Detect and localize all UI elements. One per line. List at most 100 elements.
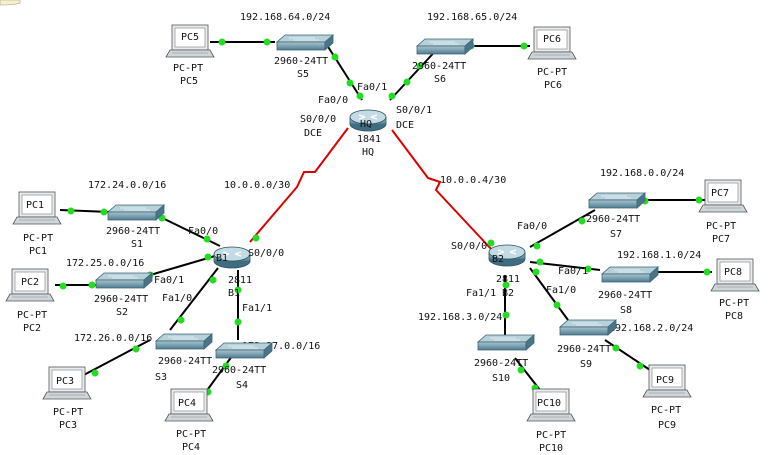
network-label-s3: 172.26.0.0/16	[74, 333, 152, 344]
s5-model-label: 2960-24TT	[274, 56, 328, 67]
s8-device[interactable]: 2960-24TT S8	[598, 266, 659, 316]
link-pc3-s3	[79, 339, 151, 378]
port-label-hq-s000: S0/0/0	[300, 114, 336, 125]
switch-icon	[588, 192, 646, 209]
pc6-device[interactable]: PC6 PC-PT PC6	[527, 26, 577, 91]
s9-model-label: 2960-24TT	[557, 344, 611, 355]
pc2-screen-label: PC2	[21, 277, 39, 288]
pc8-type-label: PC-PT	[719, 298, 749, 309]
link-b2-s7	[529, 209, 596, 248]
s3-model-label: 2960-24TT	[158, 356, 212, 367]
port-label-b1-fa10: Fa1/0	[162, 293, 192, 304]
pc7-device[interactable]: PC7 PC-PT PC7	[698, 179, 748, 245]
network-label-s5: 192.168.64.0/24	[240, 12, 330, 23]
s7-model-label: 2960-24TT	[586, 214, 640, 225]
s10-model-label: 2960-24TT	[474, 358, 528, 369]
port-label-b1-fa01: Fa0/1	[154, 275, 184, 286]
pc3-name-label: PC3	[59, 420, 77, 431]
s10-device[interactable]: 2960-24TT S10	[474, 334, 535, 384]
network-label-s10: 192.168.3.0/24	[418, 312, 502, 323]
s2-device[interactable]: 2960-24TT S2	[94, 272, 153, 318]
switch-icon	[601, 266, 659, 283]
port-label-b2-fa10: Fa1/0	[546, 285, 576, 296]
pc5-screen-label: PC5	[181, 32, 199, 43]
port-label-b1-fa00: Fa0/0	[188, 226, 218, 237]
pc6-name-label: PC6	[544, 80, 562, 91]
switch-icon	[416, 38, 474, 55]
b1-name-label: B1	[228, 288, 240, 299]
pc8-device[interactable]: PC8 PC-PT PC8	[710, 258, 760, 322]
s9-device[interactable]: 2960-24TT S9	[557, 319, 617, 370]
s2-model-label: 2960-24TT	[94, 294, 148, 305]
switch-icon	[559, 319, 617, 336]
pc9-name-label: PC9	[658, 420, 676, 431]
s1-model-label: 2960-24TT	[106, 226, 160, 237]
pc7-name-label: PC7	[712, 234, 730, 245]
pc7-screen-label: PC7	[711, 188, 729, 199]
window-corner-fragment	[0, 0, 21, 6]
switch-icon	[276, 34, 334, 51]
network-label-s8: 192.168.1.0/24	[617, 250, 701, 261]
network-label-s9: 192.168.2.0/24	[609, 323, 693, 334]
b1-router[interactable]: B1 2811 B1	[213, 246, 252, 299]
hq-model-label: 1841	[357, 134, 381, 145]
switch-icon	[155, 333, 213, 350]
s3-device[interactable]: 2960-24TT S3	[155, 333, 213, 383]
pc1-device[interactable]: PC1 PC-PT PC1	[12, 191, 62, 257]
s6-device[interactable]: 2960-24TT S6	[412, 38, 474, 85]
link-b2-s9	[529, 267, 569, 321]
s4-name-label: S4	[236, 380, 248, 391]
s1-device[interactable]: 2960-24TT S1	[106, 204, 165, 250]
s8-model-label: 2960-24TT	[598, 290, 652, 301]
s5-name-label: S5	[297, 69, 309, 80]
pc1-screen-label: PC1	[26, 200, 44, 211]
pc7-type-label: PC-PT	[706, 221, 736, 232]
pc10-device[interactable]: PC10 PC-PT PC10	[526, 388, 576, 454]
hq-router[interactable]: HQ 1841 HQ	[349, 109, 387, 158]
pc6-screen-label: PC6	[543, 34, 561, 45]
b2-icon-label: B2	[492, 254, 504, 265]
port-label-b1-fa11: Fa1/1	[242, 303, 272, 314]
s4-device[interactable]: 2960-24TT S4	[212, 342, 273, 391]
network-label-s4: 172.27.0.0/16	[242, 341, 320, 352]
pc5-name-label: PC5	[180, 76, 198, 87]
network-label-s6: 192.168.65.0/24	[427, 12, 517, 23]
s8-name-label: S8	[620, 305, 632, 316]
link-s5-hq	[324, 41, 363, 101]
b2-name-label: B2	[502, 288, 514, 299]
pc4-name-label: PC4	[182, 442, 200, 453]
b2-router[interactable]: B2 2811 B2	[488, 244, 526, 299]
port-label-hq-s001: S0/0/1	[396, 105, 432, 116]
s6-name-label: S6	[434, 74, 446, 85]
pc4-device[interactable]: PC4 PC-PT PC4	[164, 388, 214, 453]
s3-name-label: S3	[155, 372, 167, 383]
switch-icon	[95, 272, 153, 289]
pc6-type-label: PC-PT	[537, 67, 567, 78]
network-label-s7: 192.168.0.0/24	[600, 168, 684, 179]
pc2-type-label: PC-PT	[17, 310, 47, 321]
serial-hq-b2	[391, 129, 493, 251]
b1-model-label: 2811	[228, 275, 252, 286]
port-label-b2-s000: S0/0/0	[451, 241, 487, 252]
pc4-screen-label: PC4	[178, 398, 196, 409]
port-label-b2-fa01: Fa0/1	[558, 266, 588, 277]
s5-device[interactable]: 2960-24TT S5	[274, 34, 334, 80]
pc9-screen-label: PC9	[656, 375, 674, 386]
switch-icon	[215, 342, 273, 359]
hq-name-label: HQ	[362, 147, 374, 158]
pc5-device[interactable]: PC5 PC-PT PC5	[165, 24, 215, 87]
s7-name-label: S7	[610, 229, 622, 240]
port-label-b1-s000: S0/0/0	[248, 248, 284, 259]
network-label-s2: 172.25.0.0/16	[66, 258, 144, 269]
pc3-device[interactable]: PC3 PC-PT PC3	[42, 366, 92, 431]
pc4-type-label: PC-PT	[176, 429, 206, 440]
pc3-screen-label: PC3	[56, 376, 74, 387]
pc10-name-label: PC10	[539, 443, 563, 454]
s7-device[interactable]: 2960-24TT S7	[586, 192, 646, 240]
pc2-device[interactable]: PC2 PC-PT PC2	[5, 268, 55, 334]
serial-links	[249, 127, 493, 251]
pc9-device[interactable]: PC9 PC-PT PC9	[642, 364, 692, 431]
s6-model-label: 2960-24TT	[412, 61, 466, 72]
